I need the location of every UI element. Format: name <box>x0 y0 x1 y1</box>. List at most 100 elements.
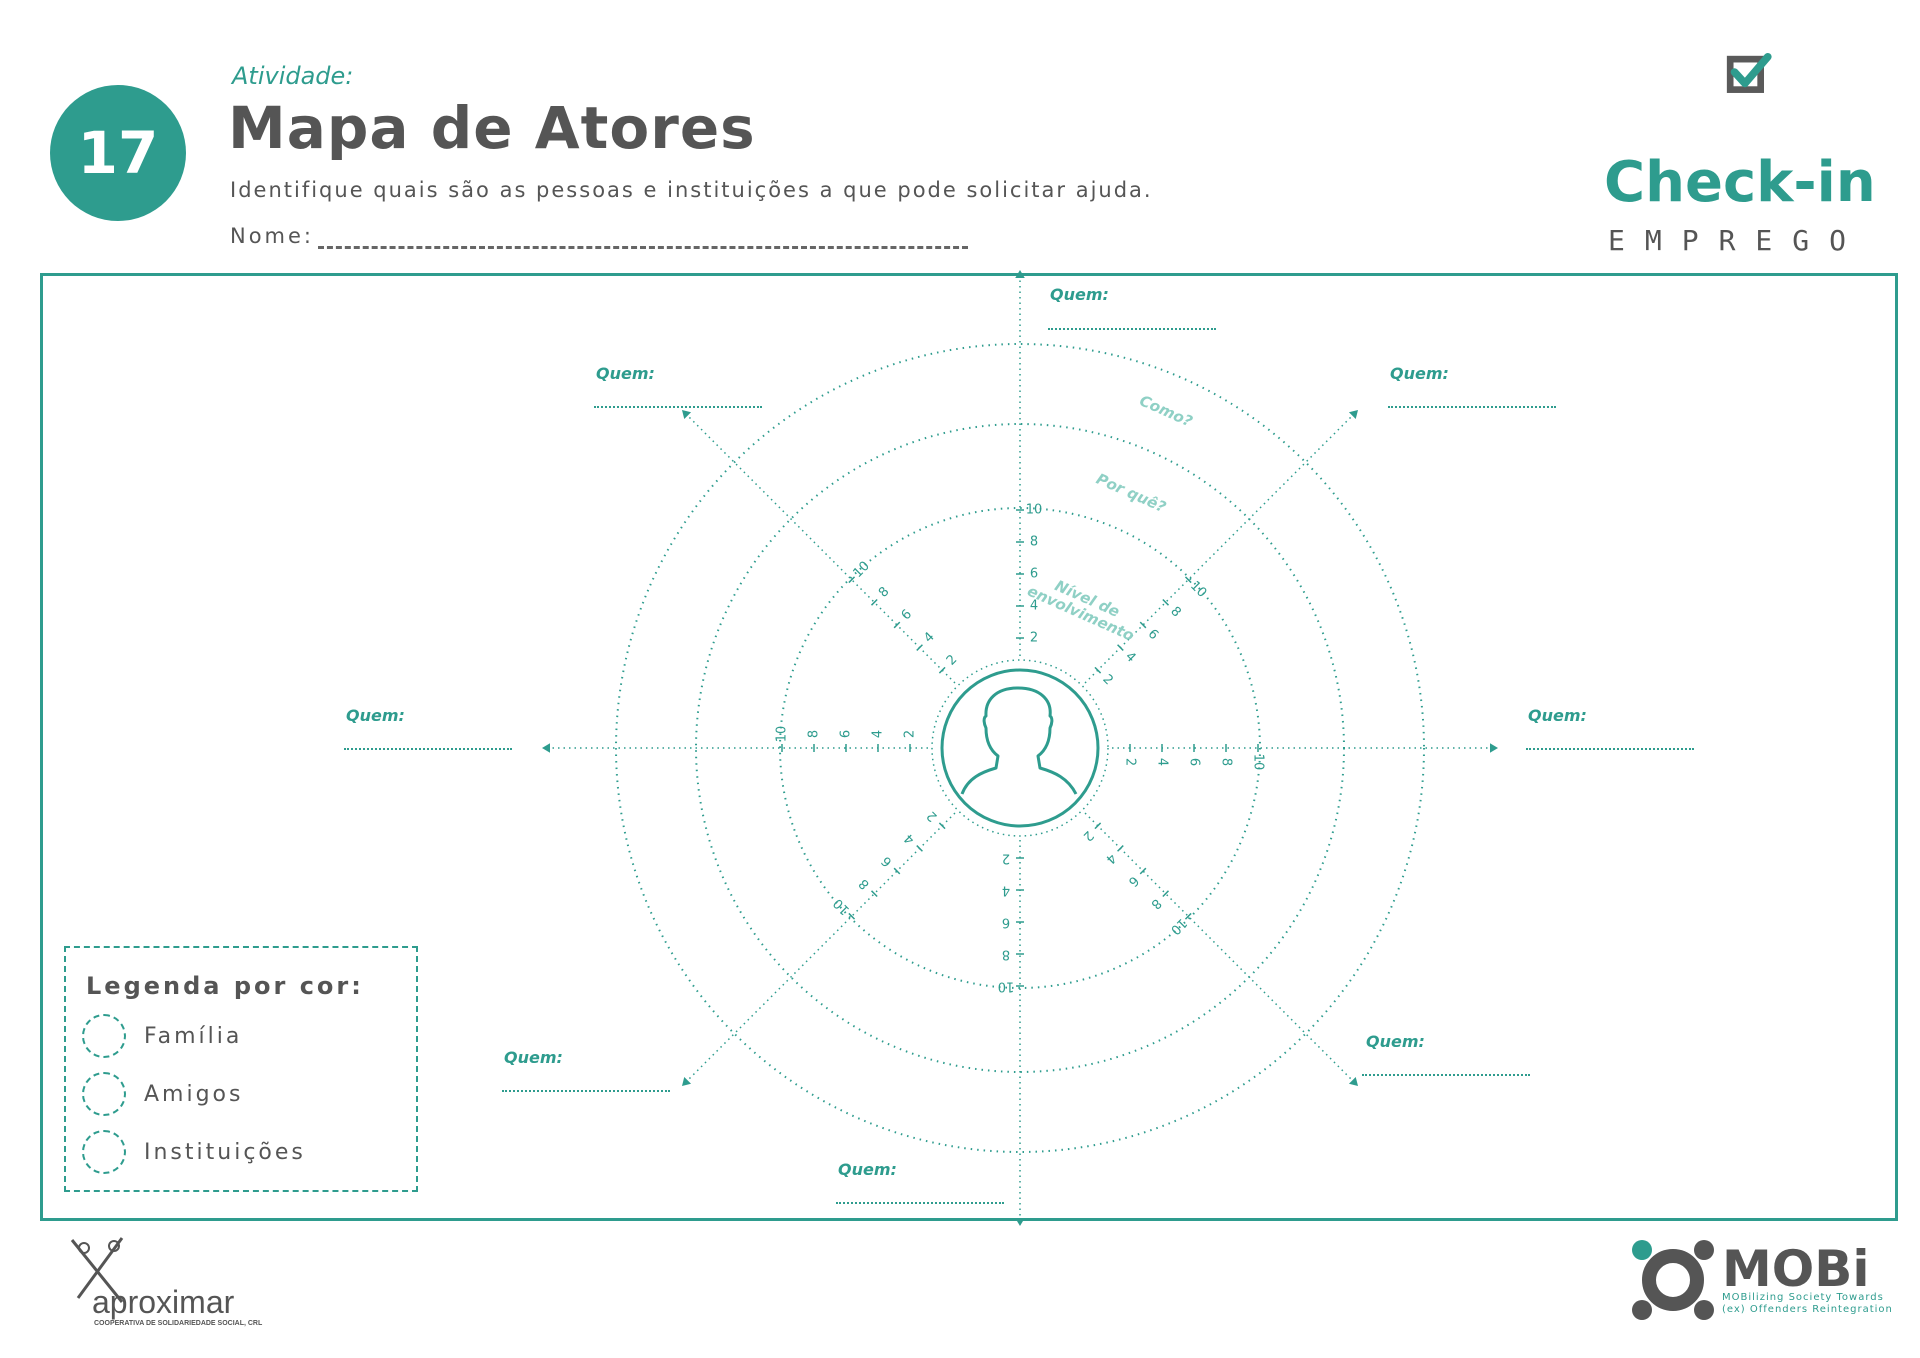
arrowhead-bottom-right <box>1348 1076 1358 1086</box>
who-field-right[interactable] <box>1526 748 1694 750</box>
scale-label-bottom-left: 6 <box>879 853 895 869</box>
checkin-logo-icon <box>1726 52 1772 93</box>
scale-label-bottom: 10 <box>998 979 1015 994</box>
brand-title: Check-in <box>1604 150 1876 215</box>
legend-friends-label: Amigos <box>144 1081 244 1107</box>
scale-tick-top-right <box>1162 598 1170 606</box>
scale-tick-top-left <box>938 666 946 674</box>
scale-label-bottom-left: 4 <box>901 830 917 846</box>
axis-bottom-right <box>1084 812 1353 1081</box>
who-label-top-left: Quem: <box>596 364 655 383</box>
legend-item-institutions: Instituições <box>82 1130 306 1174</box>
scale-tick-bottom-left <box>938 822 946 830</box>
page-subtitle: Identifique quais são as pessoas e insti… <box>230 178 1153 202</box>
aproximar-logo-icon <box>70 1237 124 1303</box>
legend-institutions-swatch[interactable] <box>82 1130 126 1174</box>
legend-title: Legenda por cor: <box>86 972 364 1000</box>
scale-label-left: 2 <box>903 730 918 738</box>
inner-ring <box>779 507 1261 989</box>
who-field-top-right[interactable] <box>1388 406 1556 408</box>
mobi-logo-icon <box>1632 1240 1714 1320</box>
scale-tick-bottom-left <box>870 890 878 898</box>
aproximar-logo-sub: COOPERATIVA DE SOLIDARIEDADE SOCIAL, CRL <box>94 1320 263 1327</box>
scale-label-top-left: 8 <box>876 584 892 600</box>
scale-tick-top-left <box>916 644 923 651</box>
scale-label-top: 2 <box>1030 631 1038 646</box>
legend-friends-swatch[interactable] <box>82 1072 126 1116</box>
scale-label-right: 4 <box>1155 758 1170 766</box>
scale-label-right: 8 <box>1219 758 1234 766</box>
legend-institutions-label: Instituições <box>144 1139 306 1165</box>
scale-label-bottom-right: 6 <box>1125 873 1141 889</box>
scale-label-left: 4 <box>871 730 886 738</box>
page-title: Mapa de Atores <box>228 94 756 162</box>
axis-top-left <box>687 415 956 684</box>
who-label-top: Quem: <box>1050 285 1109 304</box>
scale-label-top-right: 4 <box>1122 649 1138 665</box>
who-field-bottom-right[interactable] <box>1362 1074 1530 1076</box>
who-field-bottom[interactable] <box>836 1202 1004 1204</box>
map-frame <box>40 273 1898 1221</box>
color-legend: Legenda por cor: Família Amigos Institui… <box>64 946 418 1192</box>
mobi-logo-sub: MOBilizing Society Towards (ex) Offender… <box>1722 1292 1893 1316</box>
scale-tick-top-right <box>1117 644 1124 651</box>
who-label-bottom: Quem: <box>838 1160 897 1179</box>
scale-label-top-left: 2 <box>944 652 960 668</box>
who-label-left: Quem: <box>346 706 405 725</box>
scale-tick-bottom-right <box>1162 890 1170 898</box>
arrowhead-left <box>542 743 550 753</box>
scale-label-top: 8 <box>1030 535 1038 550</box>
scale-label-left: 6 <box>839 730 854 738</box>
who-label-bottom-left: Quem: <box>504 1048 563 1067</box>
scale-label-bottom-left: 2 <box>924 808 940 824</box>
scale-label-top-right: 8 <box>1167 604 1183 620</box>
name-label: Nome: <box>230 224 315 248</box>
scale-tick-bottom-right <box>1094 822 1102 830</box>
scale-tick-top-left <box>848 576 856 584</box>
arrowhead-right <box>1490 743 1498 753</box>
scale-label-left: 10 <box>775 726 790 743</box>
scale-label-bottom-right: 2 <box>1080 827 1096 843</box>
mobi-logo-text: MOBi <box>1722 1240 1870 1298</box>
who-field-top-left[interactable] <box>594 406 762 408</box>
scale-tick-bottom-left <box>848 912 856 920</box>
scale-tick-bottom-left <box>893 867 901 875</box>
scale-tick-top-left <box>870 598 878 606</box>
scale-label-bottom: 4 <box>1002 883 1010 898</box>
scale-tick-top-left <box>893 621 901 629</box>
scale-tick-top-right <box>1184 576 1192 584</box>
scale-tick-bottom-left <box>916 845 923 852</box>
scale-tick-top-right <box>1139 621 1147 629</box>
axis-bottom-left <box>687 812 956 1081</box>
scale-tick-bottom-right <box>1117 845 1124 852</box>
scale-tick-bottom-right <box>1184 912 1192 920</box>
axis-top-right <box>1084 415 1353 684</box>
center-avatar-ring <box>940 668 1100 828</box>
arrowhead-top-left <box>682 410 692 420</box>
legend-family-label: Família <box>144 1023 243 1049</box>
scale-label-bottom: 8 <box>1002 947 1010 962</box>
who-label-right: Quem: <box>1528 706 1587 725</box>
scale-label-top-left: 4 <box>921 629 937 645</box>
who-field-left[interactable] <box>344 748 512 750</box>
scale-label-bottom-left: 8 <box>856 876 872 892</box>
arrowhead-bottom-left <box>682 1076 692 1086</box>
who-field-bottom-left[interactable] <box>502 1090 670 1092</box>
scale-label-top: 10 <box>1026 503 1043 518</box>
activity-number-badge: 17 <box>50 85 186 221</box>
scale-label-bottom-right: 8 <box>1148 895 1164 911</box>
legend-family-swatch[interactable] <box>82 1014 126 1058</box>
scale-label-top-right: 6 <box>1145 627 1161 643</box>
scale-label-bottom-right: 4 <box>1102 850 1118 866</box>
mobi-logo-sub-line-2: (ex) Offenders Reintegration <box>1722 1304 1893 1315</box>
aproximar-logo-text: aproximar <box>92 1284 235 1320</box>
who-label-bottom-right: Quem: <box>1366 1032 1425 1051</box>
name-field[interactable] <box>318 230 968 249</box>
scale-label-left: 8 <box>807 730 822 738</box>
who-label-top-right: Quem: <box>1390 364 1449 383</box>
scale-label-top-left: 6 <box>899 607 915 623</box>
scale-label-bottom: 2 <box>1002 851 1010 866</box>
center-dotted-ring <box>931 659 1109 837</box>
who-field-top[interactable] <box>1048 328 1216 330</box>
